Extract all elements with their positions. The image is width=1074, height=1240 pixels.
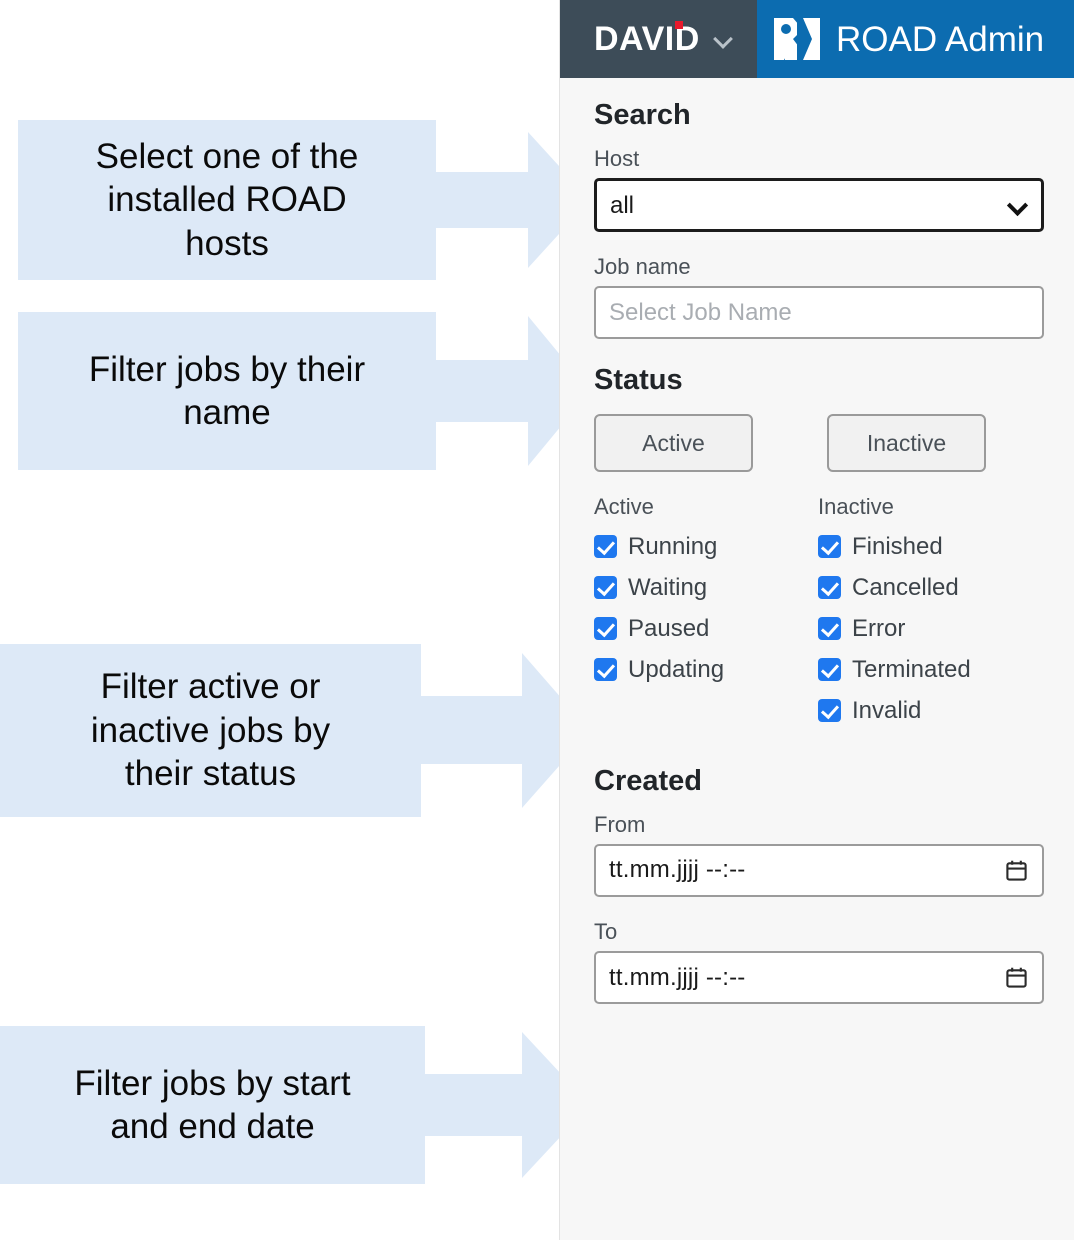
annotation-line: Filter jobs by their xyxy=(88,349,366,389)
created-heading: Created xyxy=(594,764,702,797)
checkbox-row-terminated[interactable]: Terminated xyxy=(818,656,1042,684)
checkbox-icon[interactable] xyxy=(818,576,841,600)
calendar-icon[interactable] xyxy=(1005,859,1028,882)
brand-menu[interactable]: DAVID xyxy=(560,0,757,78)
checkbox-row-running[interactable]: Running xyxy=(594,533,818,561)
annotation-arrow-icon xyxy=(425,1032,590,1178)
app-header: DAVID ROAD Admin xyxy=(560,0,1074,78)
calendar-icon[interactable] xyxy=(1005,966,1028,989)
created-to-input[interactable]: tt.mm.jjjj --:-- xyxy=(594,951,1044,1005)
annotation-arrow-icon xyxy=(436,132,590,268)
product-title-bar: ROAD Admin xyxy=(757,0,1074,78)
status-column-active: Active Running Waiting Paused xyxy=(594,494,818,737)
created-from-input[interactable]: tt.mm.jjjj --:-- xyxy=(594,843,1044,897)
status-button-row: Active Inactive xyxy=(594,414,1042,473)
checkbox-icon[interactable] xyxy=(818,617,841,641)
checkbox-label: Invalid xyxy=(852,696,922,724)
host-select[interactable]: all xyxy=(594,178,1044,233)
annotation-box: Select one of the installed ROAD hosts xyxy=(18,120,436,280)
annotation-line: inactive jobs by xyxy=(90,710,331,750)
annotation-arrow-icon xyxy=(421,653,590,808)
chevron-down-icon[interactable] xyxy=(713,29,733,49)
annotation-line: installed ROAD xyxy=(107,180,347,220)
checkbox-icon[interactable] xyxy=(818,658,841,682)
checkbox-icon[interactable] xyxy=(594,535,617,559)
road-logo-icon xyxy=(774,16,820,62)
created-from-field[interactable]: tt.mm.jjjj --:-- xyxy=(594,843,1044,897)
status-heading: Status xyxy=(594,364,683,397)
annotation-callout-jobname: Filter jobs by their name xyxy=(18,312,590,470)
checkbox-row-cancelled[interactable]: Cancelled xyxy=(818,574,1042,602)
created-from-label: From xyxy=(594,811,646,837)
created-from-value: tt.mm.jjjj --:-- xyxy=(609,856,746,884)
annotation-arrow-icon xyxy=(436,316,590,466)
checkbox-row-waiting[interactable]: Waiting xyxy=(594,574,818,602)
checkbox-row-error[interactable]: Error xyxy=(818,615,1042,643)
job-name-label: Job name xyxy=(594,254,691,280)
annotation-line: name xyxy=(183,393,271,432)
annotation-line: hosts xyxy=(185,223,269,263)
checkbox-icon[interactable] xyxy=(818,535,841,559)
checkbox-label: Finished xyxy=(852,532,943,560)
checkbox-label: Updating xyxy=(628,655,725,683)
annotation-line: Filter jobs by start xyxy=(74,1063,351,1103)
checkbox-row-invalid[interactable]: Invalid xyxy=(818,697,1042,725)
status-active-button[interactable]: Active xyxy=(594,414,753,473)
checkbox-icon[interactable] xyxy=(594,617,617,641)
search-heading: Search xyxy=(594,99,691,131)
checkbox-label: Terminated xyxy=(852,655,971,683)
checkbox-label: Waiting xyxy=(628,573,708,601)
status-column-heading: Inactive xyxy=(818,494,894,520)
annotation-callout-created: Filter jobs by start and end date xyxy=(0,1026,590,1184)
annotation-box: Filter active or inactive jobs by their … xyxy=(0,644,421,817)
annotation-box: Filter jobs by their name xyxy=(18,312,436,470)
product-title: ROAD Admin xyxy=(836,19,1045,59)
checkbox-row-updating[interactable]: Updating xyxy=(594,656,818,684)
status-column-heading: Active xyxy=(594,494,654,520)
search-form: Search Host all Job name Status Active I… xyxy=(560,78,1074,1026)
checkbox-label: Error xyxy=(852,614,906,642)
checkbox-label: Running xyxy=(628,532,718,560)
created-to-value: tt.mm.jjjj --:-- xyxy=(609,963,746,991)
checkbox-icon[interactable] xyxy=(594,658,617,682)
brand-wordmark-text: DAVID xyxy=(594,20,700,58)
brand-accent-dot-icon xyxy=(674,21,683,29)
annotation-box: Filter jobs by start and end date xyxy=(0,1026,425,1184)
annotation-callout-host: Select one of the installed ROAD hosts xyxy=(18,120,590,280)
annotation-callout-status: Filter active or inactive jobs by their … xyxy=(0,644,590,817)
annotation-line: Filter active or xyxy=(100,667,321,707)
checkbox-icon[interactable] xyxy=(594,576,617,600)
brand-wordmark: DAVID xyxy=(594,20,700,58)
checkbox-icon[interactable] xyxy=(818,699,841,723)
checkbox-row-finished[interactable]: Finished xyxy=(818,533,1042,561)
host-label: Host xyxy=(594,145,640,171)
checkbox-label: Paused xyxy=(628,614,710,642)
status-checkbox-columns: Active Running Waiting Paused xyxy=(594,494,1042,737)
checkbox-label: Cancelled xyxy=(852,573,959,601)
annotation-line: Select one of the xyxy=(95,136,359,176)
job-name-input[interactable] xyxy=(594,286,1044,340)
road-admin-panel: DAVID ROAD Admin Search Host xyxy=(559,0,1074,1240)
checkbox-row-paused[interactable]: Paused xyxy=(594,615,818,643)
annotation-line: and end date xyxy=(110,1107,315,1146)
status-inactive-button[interactable]: Inactive xyxy=(827,414,986,473)
host-select-wrap: all xyxy=(594,178,1044,233)
created-to-label: To xyxy=(594,918,618,944)
annotation-line: their status xyxy=(124,754,297,794)
status-column-inactive: Inactive Finished Cancelled Error xyxy=(818,494,1042,737)
created-to-field[interactable]: tt.mm.jjjj --:-- xyxy=(594,951,1044,1005)
